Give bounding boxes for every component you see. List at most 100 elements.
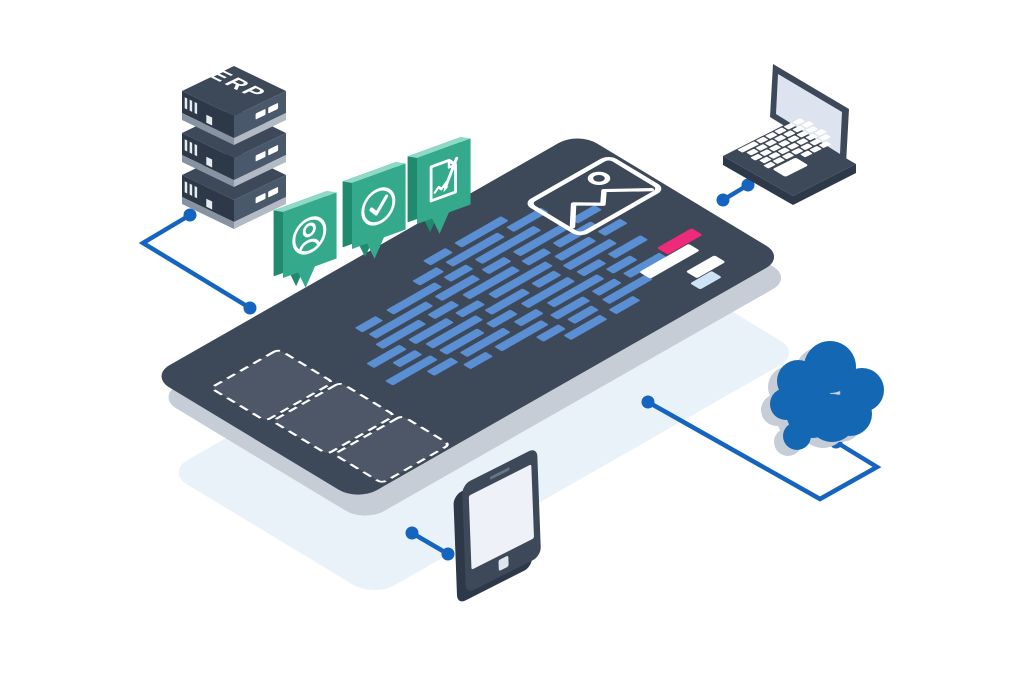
text-bar xyxy=(554,236,596,261)
keyboard-key xyxy=(747,141,759,148)
connector-dot xyxy=(741,178,755,192)
keyboard-key xyxy=(778,147,790,154)
tablet-screen xyxy=(468,464,534,570)
pencil-tip xyxy=(443,185,449,193)
user-icon xyxy=(292,216,327,255)
text-bar xyxy=(488,261,553,299)
connectors xyxy=(138,178,882,561)
tablet-speaker-slit xyxy=(489,467,510,480)
server-left-lip xyxy=(182,197,234,229)
text-bar xyxy=(408,318,454,344)
keyboard-key xyxy=(755,144,768,151)
keyboard-key xyxy=(801,121,814,128)
connector-dot xyxy=(243,301,257,315)
keyboard-key xyxy=(774,135,786,142)
connector-document-to-tablet xyxy=(405,526,455,561)
keyboard-key xyxy=(737,144,753,153)
user-badge xyxy=(273,190,337,288)
connector-dot xyxy=(441,547,455,561)
keyboard-key xyxy=(765,132,778,139)
cloud-icon xyxy=(761,341,884,456)
document-panel xyxy=(161,138,775,495)
server-right-lip xyxy=(234,155,286,187)
vent-bar xyxy=(194,144,198,157)
text-bar xyxy=(425,315,483,349)
keyboard-key xyxy=(814,129,827,136)
keyboard-key xyxy=(796,131,809,138)
server-right-lip xyxy=(234,113,286,145)
text-bar xyxy=(513,224,569,256)
connector-line xyxy=(646,400,882,502)
laptop xyxy=(723,64,856,205)
cloud-lobe xyxy=(808,394,856,442)
connector-dot xyxy=(405,526,419,540)
keyboard-key xyxy=(769,144,781,152)
keyboard-key xyxy=(787,135,800,142)
user-icon-ring xyxy=(292,216,327,255)
text-bar xyxy=(428,301,459,319)
text-bar xyxy=(355,316,383,333)
pencil xyxy=(444,156,459,189)
keyboard-key xyxy=(800,143,813,150)
laptop-base xyxy=(723,124,856,196)
keyboard-key xyxy=(763,161,776,169)
connector-dot xyxy=(716,193,730,207)
text-bar xyxy=(369,301,433,339)
text-bar xyxy=(564,315,607,340)
text-bar xyxy=(486,309,518,328)
slot xyxy=(268,103,279,114)
keyboard-key xyxy=(800,150,813,158)
approval-badge xyxy=(342,161,406,259)
connector-laptop-to-document xyxy=(716,178,755,207)
keyboard-key xyxy=(787,143,799,150)
text-bar xyxy=(444,264,473,282)
text-bar xyxy=(423,248,453,266)
vent-bar xyxy=(189,183,193,196)
keyboard-key xyxy=(778,140,791,147)
server-left-lip xyxy=(182,113,234,145)
server-vents xyxy=(184,181,213,210)
user-icon-body xyxy=(298,238,320,252)
text-bar xyxy=(454,216,508,248)
document-dashed-boxes xyxy=(211,349,449,483)
keyboard-key xyxy=(772,157,785,164)
trackpad xyxy=(773,158,808,177)
slot xyxy=(255,109,266,120)
badge-top-bevel xyxy=(273,190,337,212)
cloud-body xyxy=(770,341,884,450)
erp-server: ERP xyxy=(182,66,286,229)
highlight-bar xyxy=(690,271,721,289)
badge-top-bevel xyxy=(342,161,406,183)
server-left-lip xyxy=(182,155,234,187)
laptop-base-rim xyxy=(723,156,856,205)
text-bar xyxy=(412,267,444,286)
text-bar xyxy=(506,207,548,232)
text-bar xyxy=(445,232,505,267)
text-bar xyxy=(485,288,530,315)
checkmark-icon xyxy=(361,187,396,226)
signature-squiggle xyxy=(433,181,448,194)
slot xyxy=(255,193,266,204)
drive-bay xyxy=(206,114,213,126)
connector-erp-to-document xyxy=(138,208,257,315)
tablet xyxy=(453,450,541,602)
text-bar xyxy=(608,235,648,259)
text-bar xyxy=(567,305,599,324)
text-bar xyxy=(576,259,606,277)
text-bar xyxy=(609,296,640,314)
keyboard-key xyxy=(765,139,777,147)
highlight-bar xyxy=(657,228,702,255)
vent-bar xyxy=(194,102,198,115)
vent-bar xyxy=(184,139,188,152)
text-bar xyxy=(475,226,541,264)
text-bar xyxy=(385,355,438,386)
drive-bay xyxy=(206,198,213,210)
keyboard-key xyxy=(805,133,818,141)
connector-line xyxy=(410,531,450,556)
server-slots xyxy=(255,103,279,120)
keyboard-key xyxy=(783,123,796,130)
image-icon-frame xyxy=(527,156,662,236)
text-bar xyxy=(435,275,480,301)
text-bar xyxy=(602,275,653,304)
